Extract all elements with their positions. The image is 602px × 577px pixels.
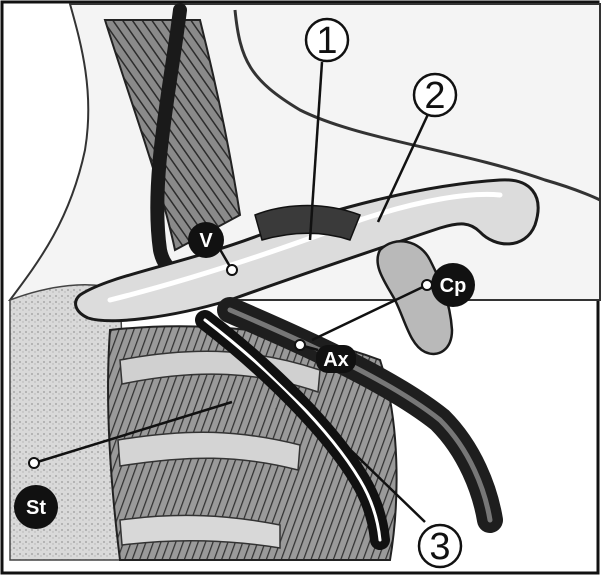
label-3-text: 3 bbox=[429, 526, 450, 568]
badge-ax: Ax bbox=[316, 345, 356, 373]
label-3: 3 bbox=[419, 525, 461, 568]
badge-cp: Cp bbox=[431, 263, 475, 307]
badge-st: St bbox=[14, 485, 58, 529]
badge-ax-text: Ax bbox=[323, 349, 349, 371]
dot-ax bbox=[295, 340, 305, 350]
badge-v-text: V bbox=[199, 230, 213, 252]
label-1: 1 bbox=[306, 19, 348, 62]
label-1-text: 1 bbox=[316, 20, 337, 62]
badge-v: V bbox=[188, 222, 224, 258]
dot-st bbox=[29, 458, 39, 468]
badge-st-text: St bbox=[26, 497, 46, 519]
label-2-text: 2 bbox=[424, 75, 445, 117]
dot-cp bbox=[422, 280, 432, 290]
badge-cp-text: Cp bbox=[440, 275, 467, 297]
label-2: 2 bbox=[414, 74, 456, 117]
dot-v bbox=[227, 265, 237, 275]
